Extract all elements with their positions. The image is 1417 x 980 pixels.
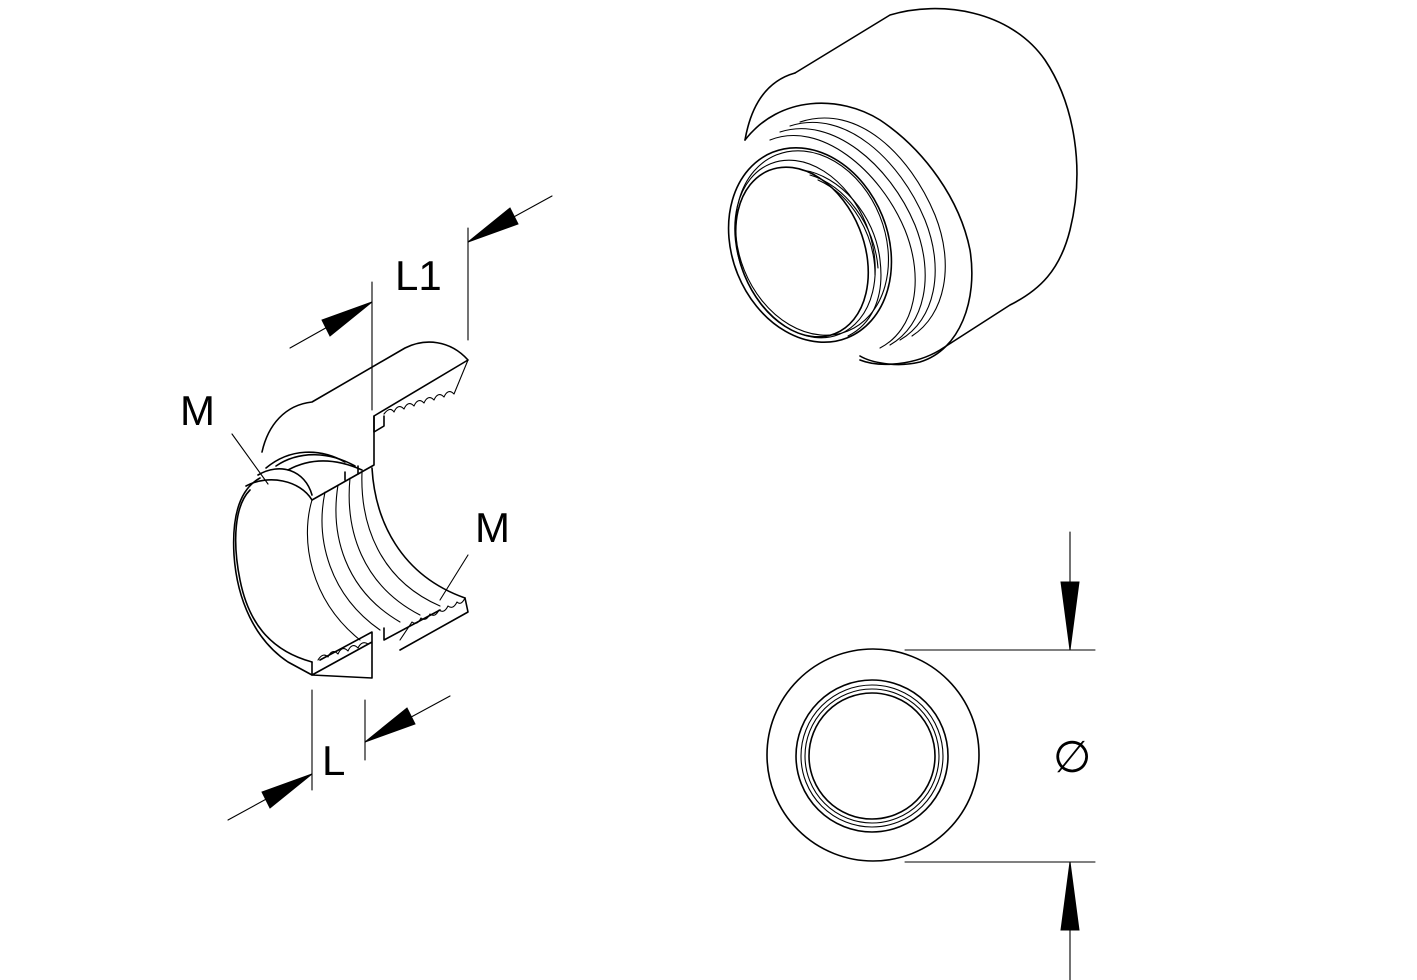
diameter-label: ∅	[1053, 733, 1091, 782]
section-ring-face	[232, 477, 313, 676]
section-top-thread	[383, 359, 469, 415]
front-thread-ring-1	[800, 684, 944, 828]
iso-front-face	[744, 102, 973, 366]
m-label-right: M	[475, 504, 510, 551]
iso-outer-cylinder	[794, 7, 1078, 366]
m-leader-right	[439, 554, 469, 601]
section-bottom-step	[311, 609, 441, 679]
m-label-top: M	[180, 387, 215, 434]
front-thread-ring-2	[804, 688, 940, 824]
section-front-ring	[245, 468, 313, 501]
l-arrow-left	[261, 773, 313, 809]
section-internal-threads	[265, 451, 466, 641]
l1-label: L1	[395, 252, 442, 299]
section-view: L1 M M L	[180, 195, 553, 821]
front-thread-outer	[795, 679, 949, 833]
l1-arrow-right	[467, 207, 519, 243]
m-leader-top	[231, 433, 269, 485]
dia-arrow-top	[1060, 581, 1080, 651]
isometric-view	[727, 7, 1078, 366]
front-bore-circle	[808, 692, 936, 820]
l1-arrow-left	[321, 301, 373, 337]
section-bottom-thread	[317, 642, 369, 661]
l-arrow-right	[364, 707, 416, 743]
section-outer-shell	[261, 341, 469, 501]
front-view: ∅	[766, 531, 1096, 980]
iso-threads	[727, 117, 946, 349]
l-label: L	[322, 737, 345, 784]
section-top-step	[373, 415, 385, 433]
dia-arrow-bottom	[1060, 861, 1080, 931]
